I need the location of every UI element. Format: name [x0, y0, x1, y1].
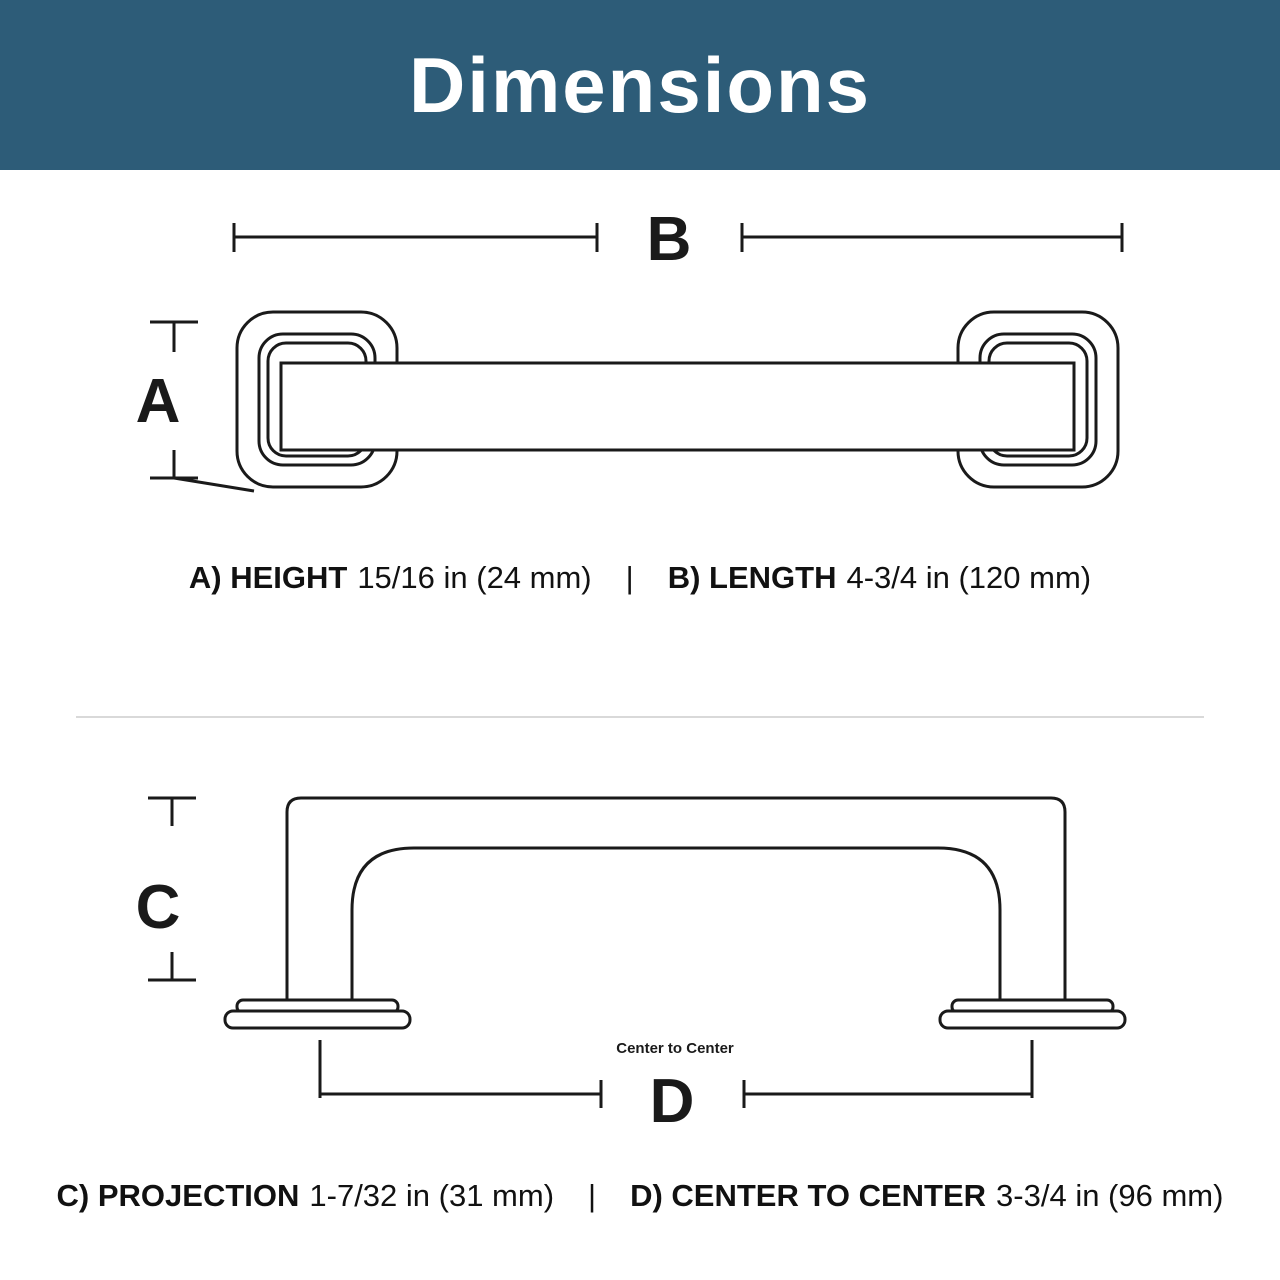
projection-value: 1-7/32 in (31 mm) [309, 1178, 555, 1213]
caption-separator: | [625, 560, 634, 595]
dimension-d-label: D [650, 1067, 695, 1136]
center-to-center-note: Center to Center [616, 1040, 734, 1057]
dimension-b-label: B [647, 205, 692, 274]
length-value: 4-3/4 in (120 mm) [846, 560, 1092, 595]
caption-height-length: A) HEIGHT 15/16 in (24 mm) | B) LENGTH 4-3/4… [0, 560, 1280, 596]
dimension-a-label: A [136, 367, 181, 436]
pull-inner-profile [350, 846, 1002, 1000]
page-title: Dimensions [408, 40, 872, 129]
front-view-diagram: B A [136, 205, 1124, 493]
center-to-center-value: 3-3/4 in (96 mm) [996, 1178, 1224, 1213]
header-bar: Dimensions [0, 0, 1280, 170]
dimension-line-d [318, 1040, 1034, 1108]
dimension-c-label: C [136, 873, 181, 942]
pull-side-view [223, 796, 1127, 1030]
section-divider [76, 716, 1204, 718]
pull-front-view [235, 310, 1120, 489]
side-view-diagram: C Center to Center D [136, 796, 1127, 1136]
length-label: B) LENGTH [667, 560, 837, 595]
height-label: A) HEIGHT [188, 560, 348, 595]
dimension-line-a [150, 320, 255, 493]
caption-projection-center: C) PROJECTION 1-7/32 in (31 mm) | D) CENTER… [0, 1178, 1280, 1214]
projection-label: C) PROJECTION [56, 1178, 300, 1213]
dimension-line-b [232, 223, 1124, 252]
right-base-flange [938, 1009, 1127, 1030]
center-to-center-label: D) CENTER TO CENTER [630, 1178, 987, 1213]
caption-separator: | [588, 1178, 597, 1213]
dimension-line-c [148, 796, 196, 982]
height-value: 15/16 in (24 mm) [357, 560, 592, 595]
pull-outer-profile [285, 796, 1067, 1000]
pull-bar [279, 361, 1076, 452]
left-base-flange [223, 1009, 412, 1030]
